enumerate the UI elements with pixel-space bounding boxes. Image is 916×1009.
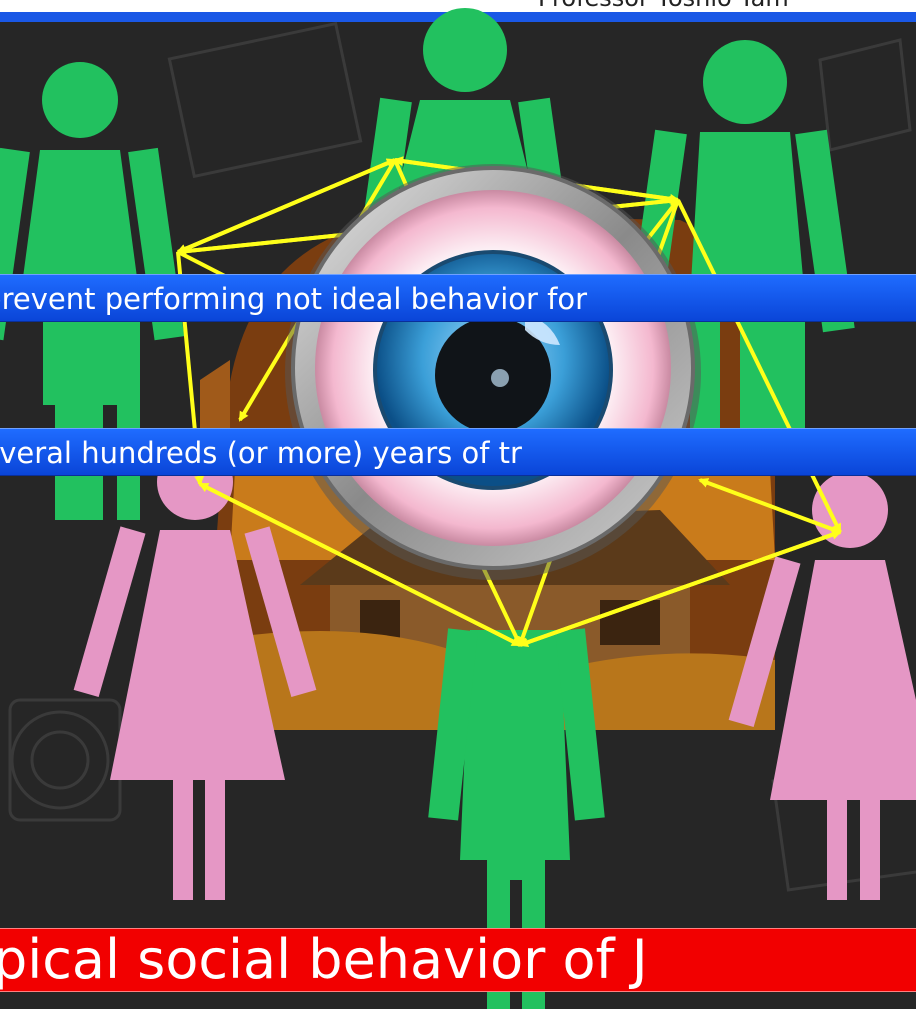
title-banner-text: ypical social behavior of J [0, 928, 648, 991]
presenter-credit: Professor Yoshio Yam [538, 0, 789, 12]
caption-line-1: er, prevent performing not ideal behavio… [0, 274, 916, 322]
caption-line-1-text: er, prevent performing not ideal behavio… [0, 282, 588, 316]
eye-icon [285, 164, 701, 580]
caption-line-2: aining several hundreds (or more) years … [0, 428, 916, 476]
caption-line-2-text: aining several hundreds (or more) years … [0, 436, 522, 470]
title-banner: ypical social behavior of J [0, 928, 916, 992]
